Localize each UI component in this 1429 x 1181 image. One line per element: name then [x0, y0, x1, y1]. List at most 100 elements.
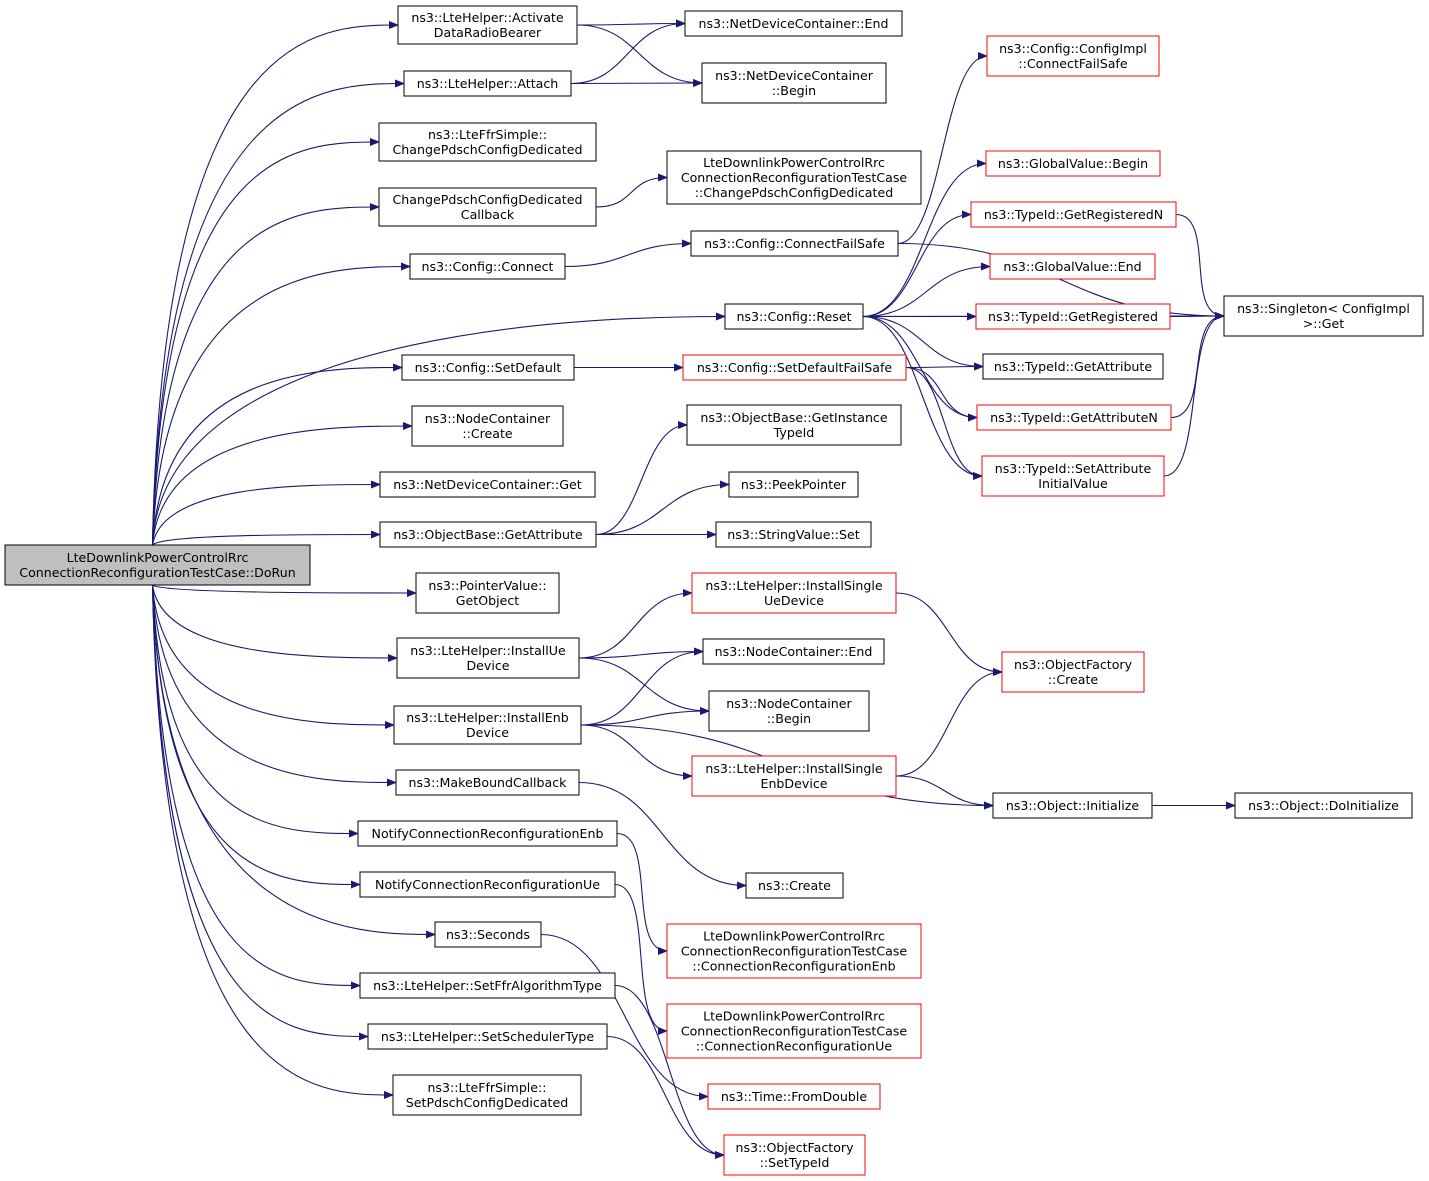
node-box-configReset[interactable]	[724, 303, 864, 330]
node-box-makeBound[interactable]	[395, 769, 580, 796]
node-objInitialize[interactable]: ns3::Object::Initialize	[992, 792, 1153, 819]
node-box-ndcGet[interactable]	[379, 471, 596, 498]
node-box-objInitialize[interactable]	[992, 792, 1153, 819]
node-ncBegin[interactable]: ns3::NodeContainer::Begin	[708, 690, 870, 732]
node-box-stringValueSet[interactable]	[715, 521, 872, 548]
node-box-ndcBegin[interactable]	[701, 62, 887, 104]
node-box-tidGetRegN[interactable]	[970, 201, 1177, 228]
node-box-attach[interactable]	[403, 70, 572, 97]
node-tidGetAttrN[interactable]: ns3::TypeId::GetAttributeN	[976, 404, 1172, 431]
node-box-gvEnd[interactable]	[989, 253, 1156, 280]
node-box-tcConnReconfUe[interactable]	[666, 1003, 922, 1059]
node-box-configSetDefault[interactable]	[401, 354, 575, 381]
node-box-setDefaultFailSafe[interactable]	[682, 354, 907, 381]
node-ncEnd[interactable]: ns3::NodeContainer::End	[702, 638, 885, 665]
node-box-singletonGet[interactable]	[1223, 295, 1424, 337]
node-box-pvGetObject[interactable]	[415, 572, 560, 614]
node-obGetAttr[interactable]: ns3::ObjectBase::GetAttribute	[379, 521, 597, 548]
node-box-changePdschCb[interactable]	[378, 187, 597, 227]
node-ndcEnd[interactable]: ns3::NetDeviceContainer::End	[684, 10, 903, 37]
node-singletonGet[interactable]: ns3::Singleton< ConfigImpl>::Get	[1223, 295, 1424, 337]
node-box-timeFromDouble[interactable]	[707, 1083, 881, 1110]
node-box-ncEnd[interactable]	[702, 638, 885, 665]
node-configReset[interactable]: ns3::Config::Reset	[724, 303, 864, 330]
node-tidGetRegN[interactable]: ns3::TypeId::GetRegisteredN	[970, 201, 1177, 228]
node-root[interactable]: LteDownlinkPowerControlRrcConnectionReco…	[4, 544, 311, 586]
node-box-objDoInitialize[interactable]	[1234, 792, 1413, 819]
node-tcChangePdsch[interactable]: LteDownlinkPowerControlRrcConnectionReco…	[666, 150, 922, 205]
node-setDefaultFailSafe[interactable]: ns3::Config::SetDefaultFailSafe	[682, 354, 907, 381]
node-box-installSingleEnb[interactable]	[691, 755, 897, 797]
node-nodeContCreate[interactable]: ns3::NodeContainer::Create	[411, 405, 564, 447]
node-box-nodeContCreate[interactable]	[411, 405, 564, 447]
node-box-ofCreate[interactable]	[1001, 651, 1145, 693]
node-configSetDefault[interactable]: ns3::Config::SetDefault	[401, 354, 575, 381]
node-tidGetReg[interactable]: ns3::TypeId::GetRegistered	[975, 303, 1171, 330]
node-box-tcConnReconfEnb[interactable]	[666, 923, 922, 979]
node-attach[interactable]: ns3::LteHelper::Attach	[403, 70, 572, 97]
node-ffrSetPdsch[interactable]: ns3::LteFfrSimple::SetPdschConfigDedicat…	[392, 1074, 582, 1116]
node-setSched[interactable]: ns3::LteHelper::SetSchedulerType	[367, 1023, 608, 1050]
node-box-installUe[interactable]	[396, 637, 580, 679]
node-box-notifyUe[interactable]	[359, 871, 616, 898]
node-box-peekPointer[interactable]	[728, 471, 859, 498]
node-gvBegin[interactable]: ns3::GlobalValue::Begin	[985, 150, 1161, 177]
node-tcConnReconfUe[interactable]: LteDownlinkPowerControlRrcConnectionReco…	[666, 1003, 922, 1059]
node-box-ffrSetPdsch[interactable]	[392, 1074, 582, 1116]
node-cfgImplConnectFS[interactable]: ns3::Config::ConfigImpl::ConnectFailSafe	[986, 35, 1160, 77]
node-nsCreate[interactable]: ns3::Create	[745, 872, 844, 899]
node-box-root[interactable]	[4, 544, 311, 586]
node-setFfr[interactable]: ns3::LteHelper::SetFfrAlgorithmType	[359, 972, 616, 999]
node-box-cfgImplConnectFS[interactable]	[986, 35, 1160, 77]
node-box-notifyEnb[interactable]	[357, 820, 618, 847]
node-box-tidSetAttrInit[interactable]	[981, 455, 1165, 497]
node-ndcGet[interactable]: ns3::NetDeviceContainer::Get	[379, 471, 596, 498]
node-box-obGetInstTypeId[interactable]	[686, 404, 902, 446]
node-box-obGetAttr[interactable]	[379, 521, 597, 548]
node-box-ncBegin[interactable]	[708, 690, 870, 732]
node-box-setFfr[interactable]	[359, 972, 616, 999]
node-box-installEnb[interactable]	[393, 705, 582, 745]
node-peekPointer[interactable]: ns3::PeekPointer	[728, 471, 859, 498]
node-box-ofSetTypeId[interactable]	[723, 1134, 866, 1176]
node-ffrChangePdsch[interactable]: ns3::LteFfrSimple::ChangePdschConfigDedi…	[378, 122, 597, 162]
node-ndcBegin[interactable]: ns3::NetDeviceContainer::Begin	[701, 62, 887, 104]
node-timeFromDouble[interactable]: ns3::Time::FromDouble	[707, 1083, 881, 1110]
node-box-tcChangePdsch[interactable]	[666, 150, 922, 205]
node-box-tidGetReg[interactable]	[975, 303, 1171, 330]
node-configConnect[interactable]: ns3::Config::Connect	[409, 253, 566, 280]
node-stringValueSet[interactable]: ns3::StringValue::Set	[715, 521, 872, 548]
node-box-ndcEnd[interactable]	[684, 10, 903, 37]
node-box-seconds[interactable]	[434, 921, 542, 948]
node-box-configConnect[interactable]	[409, 253, 566, 280]
node-tcConnReconfEnb[interactable]: LteDownlinkPowerControlRrcConnectionReco…	[666, 923, 922, 979]
node-box-ffrChangePdsch[interactable]	[378, 122, 597, 162]
node-pvGetObject[interactable]: ns3::PointerValue::GetObject	[415, 572, 560, 614]
node-notifyUe[interactable]: NotifyConnectionReconfigurationUe	[359, 871, 616, 898]
node-box-nsCreate[interactable]	[745, 872, 844, 899]
node-notifyEnb[interactable]: NotifyConnectionReconfigurationEnb	[357, 820, 618, 847]
node-connectFailSafe[interactable]: ns3::Config::ConnectFailSafe	[690, 230, 899, 257]
node-box-activateDRB[interactable]	[397, 5, 578, 45]
node-box-tidGetAttrN[interactable]	[976, 404, 1172, 431]
node-objDoInitialize[interactable]: ns3::Object::DoInitialize	[1234, 792, 1413, 819]
node-ofSetTypeId[interactable]: ns3::ObjectFactory::SetTypeId	[723, 1134, 866, 1176]
node-box-tidGetAttr[interactable]	[982, 353, 1164, 380]
node-ofCreate[interactable]: ns3::ObjectFactory::Create	[1001, 651, 1145, 693]
node-box-setSched[interactable]	[367, 1023, 608, 1050]
node-gvEnd[interactable]: ns3::GlobalValue::End	[989, 253, 1156, 280]
node-seconds[interactable]: ns3::Seconds	[434, 921, 542, 948]
node-box-connectFailSafe[interactable]	[690, 230, 899, 257]
node-makeBound[interactable]: ns3::MakeBoundCallback	[395, 769, 580, 796]
node-box-gvBegin[interactable]	[985, 150, 1161, 177]
node-tidGetAttr[interactable]: ns3::TypeId::GetAttribute	[982, 353, 1164, 380]
node-box-installSingleUe[interactable]	[691, 572, 897, 614]
